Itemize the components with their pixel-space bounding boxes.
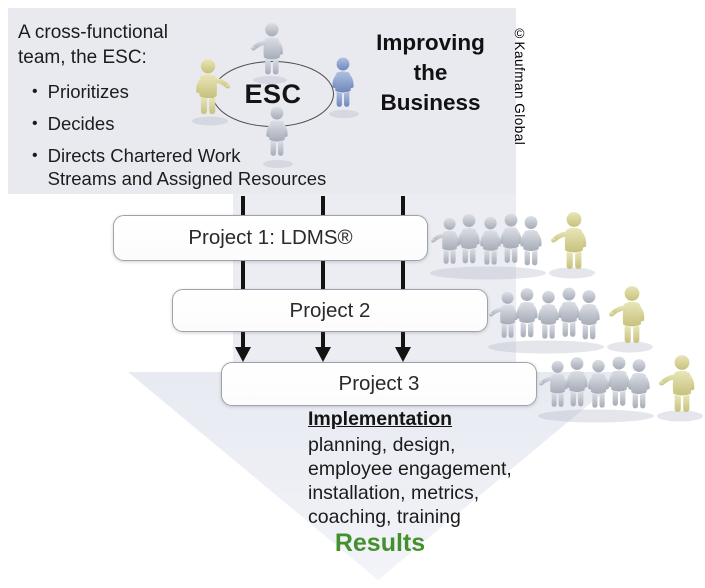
project-3-label: Project 3	[338, 372, 420, 395]
bullet-directs: • Directs Chartered Work Streams and Ass…	[32, 144, 326, 190]
bullet-directs-label: Directs Chartered Work Streams and Assig…	[47, 145, 327, 189]
copyright-vertical: ©Kaufman Global	[512, 26, 527, 146]
project-3-box: Project 3	[221, 362, 537, 406]
team-group-project3-icon	[538, 346, 705, 424]
implementation-line-1: planning, design,	[308, 434, 456, 456]
person-blue-right-icon	[329, 57, 359, 118]
esc-bullet-list: • Prioritizes • Decides • Directs Charte…	[32, 80, 326, 199]
project-1-box: Project 1: LDMS®	[113, 215, 428, 261]
project-2-label: Project 2	[289, 298, 371, 322]
implementation-line-4: coaching, training	[308, 506, 461, 528]
bullet-decides: • Decides	[32, 112, 326, 135]
implementation-block: Implementation planning, design, employe…	[308, 407, 512, 529]
intro-text: A cross-functional team, the ESC:	[18, 22, 168, 68]
implementation-title: Implementation	[308, 408, 453, 430]
flow-arrowhead-2-icon	[314, 347, 331, 362]
flow-arrow-line-2	[321, 196, 325, 349]
bullet-prioritizes: • Prioritizes	[32, 80, 326, 103]
team-group-project2-icon	[488, 277, 658, 355]
bullet-marker: •	[32, 147, 38, 164]
flow-arrowhead-1-icon	[234, 347, 251, 362]
bullet-decides-label: Decides	[47, 113, 115, 134]
person-gray-top-icon	[251, 22, 287, 84]
flow-arrow-line-1	[241, 196, 245, 349]
project-1-label: Project 1: LDMS®	[188, 226, 353, 249]
bullet-prioritizes-label: Prioritizes	[47, 81, 129, 102]
implementation-line-2: employee engagement,	[308, 458, 512, 480]
person-gray-bottom-icon	[263, 106, 293, 168]
bullet-marker: •	[32, 115, 38, 132]
implementation-line-3: installation, metrics,	[308, 482, 480, 504]
project-2-box: Project 2	[172, 289, 488, 332]
headline: Improving the Business	[376, 30, 485, 115]
esc-label: ESC	[244, 78, 302, 109]
results-label: Results	[334, 529, 426, 557]
flow-arrow-line-3	[401, 196, 405, 349]
person-yellow-left-icon	[192, 59, 231, 126]
team-group-project1-icon	[430, 203, 600, 281]
flow-arrowhead-3-icon	[394, 347, 411, 362]
bullet-marker: •	[32, 83, 38, 100]
